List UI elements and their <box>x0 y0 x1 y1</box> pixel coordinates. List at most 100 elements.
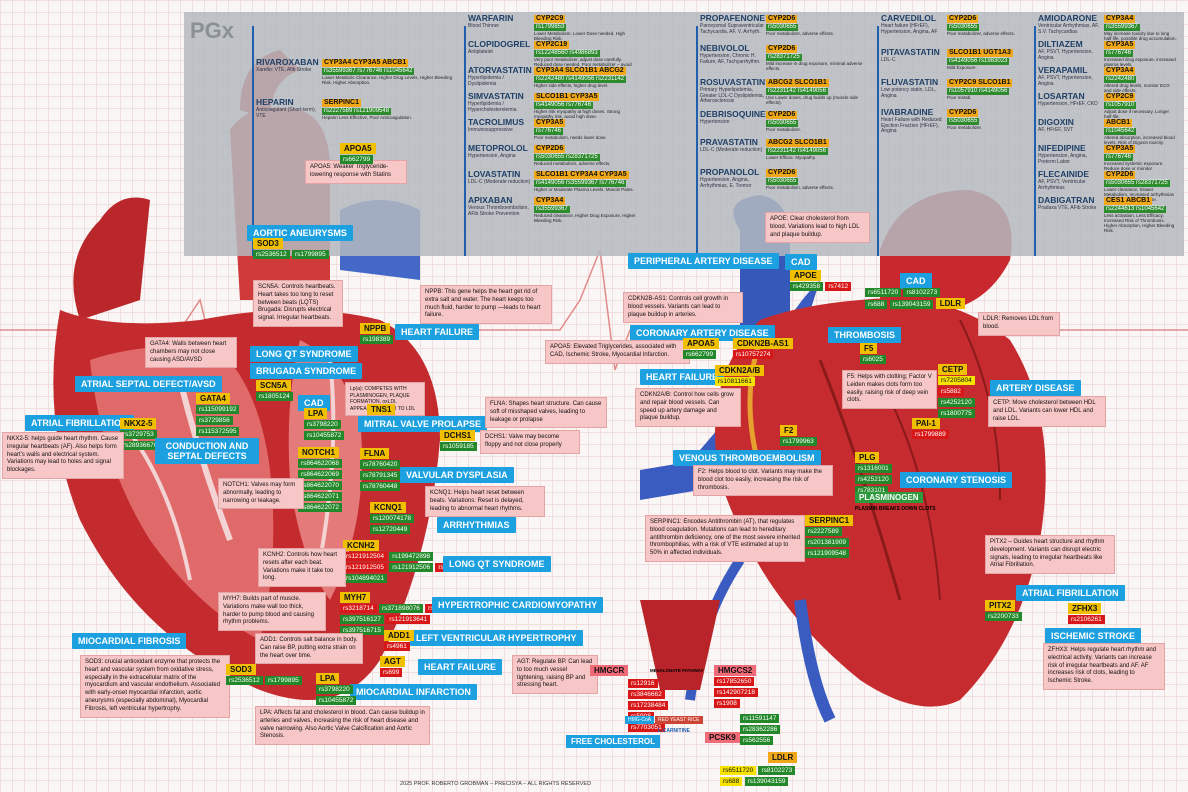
drug-snps: rs2244613 rs1045642 <box>1104 206 1167 213</box>
lpa-note: LPA: Affects fat and cholesterol in bloo… <box>255 706 430 746</box>
drug-snps: rs5030655 rs28371725 <box>1104 180 1170 187</box>
drug-name: NEBIVOLOL <box>700 43 750 53</box>
drug-snps: rs1057910 rs4149056 <box>947 88 1010 95</box>
serpinc1-box: SERPINC1 rs2227589 rs201381909 rs1219095… <box>805 515 854 559</box>
gene-label: CDKN2A/B <box>715 365 765 376</box>
disease-label-mvp: MITRAL VALVE PROLAPSE <box>358 416 488 432</box>
drug-indication: AF, PSVT, Hypertension, Angina <box>1038 74 1093 87</box>
add1-box: ADD1 rs4961 <box>384 630 414 652</box>
mevalonate-label: MEVALONATE PATHWAY <box>650 668 704 673</box>
drug-name: PITAVASTATIN <box>881 47 940 57</box>
gene-label: DCHS1 <box>440 430 476 441</box>
drug-effect: Poor metabolism, needs lower dose. <box>534 134 607 140</box>
hmgcs2-box: HMGCS2 rs17852650 rs142907218 rs1908 <box>714 665 758 709</box>
drug-indication: Anticoagulant (Short-term), VTE <box>256 106 317 119</box>
gene-label: CETP <box>938 364 968 375</box>
ldlr-box: rs6511720 rs8102273 rs688 rs139043159 LD… <box>865 287 975 310</box>
gene-label: SERPINC1 <box>805 515 854 526</box>
snp-id: rs120074178 <box>370 514 414 523</box>
snp-id: rs198389 <box>360 335 394 344</box>
drug-indication: LDL-C (Moderate reduction) <box>468 178 531 185</box>
snp-id: rs1059185 <box>440 442 477 451</box>
snp-id: rs4252120 <box>938 398 975 407</box>
drug-snps: rs5030655 <box>766 24 799 31</box>
drug-name: TACROLIMUS <box>468 117 525 127</box>
cdkn2bas1-box: CDKN2B-AS1 rs10757274 <box>733 338 793 360</box>
drug-indication: Pradaxa VTE, AFib Stroke <box>1038 204 1097 211</box>
snp-id: rs688 <box>865 300 888 309</box>
drug-snps: rs4149056 rs35599367 rs776746 <box>534 180 627 187</box>
gene-label: NPPB <box>360 323 391 334</box>
disease-label-valvular: VALVULAR DYSPLASIA <box>400 467 514 483</box>
drug-effect: Poor metabolizer. <box>766 126 802 132</box>
drug-genes: CYP3A4 <box>1104 15 1136 24</box>
drug-snps: rs5030655 rs28371725 <box>534 154 600 161</box>
drug-snps: rs776746 <box>534 128 564 135</box>
snp-id: rs78791345 <box>360 471 401 480</box>
kcnh2-note: KCNH2: Controls how heart resets after e… <box>258 548 346 588</box>
drug-indication: AF, HFrEF, SVT <box>1038 126 1074 133</box>
flna-box: FLNA rs78760420 rs78791345 rs78760448 <box>360 448 401 492</box>
gene-label: AGT <box>380 656 405 667</box>
drug-snps: rs2231142 rs4149056 <box>766 148 828 155</box>
drug-name: LOVASTATIN <box>468 169 521 179</box>
drug-snps: rs12248560 rs4986893 <box>534 50 600 57</box>
drug-effect: Higher or Moderate Plasma Levels. Muscle… <box>534 186 634 192</box>
snp-id: rs104894021 <box>343 574 387 583</box>
snp-id: rs1799895 <box>291 250 329 259</box>
apoe-note: APOE: Clear cholesterol from blood. Vari… <box>765 212 870 244</box>
gene-label: F5 <box>860 343 878 354</box>
plasminogen-box: PLASMINOGEN PLASMIN BREAKS DOWN CLOTS <box>855 492 936 512</box>
drug-snps: rs5030655 <box>766 120 799 127</box>
l-carnitine-label: L-CARNITINE <box>658 728 690 734</box>
drug-indication: Hypertension, Angina <box>468 152 516 159</box>
drug-genes: CYP2D6 <box>766 111 798 120</box>
tns1-box: TNS1 <box>367 404 396 415</box>
snp-id: rs3846662 <box>628 690 665 699</box>
gene-label: TNS1 <box>367 404 396 415</box>
drug-snps: rs2231142 rs4149056 <box>766 88 828 95</box>
disease-label-coronary: CORONARY ARTERY DISEASE <box>630 325 775 341</box>
drug-effect: Increased drug exposure, increased plasm… <box>1104 56 1176 68</box>
snp-id: rs139043159 <box>889 300 934 309</box>
snp-id: rs121909548 <box>805 549 849 558</box>
pai1-box: PAI-1 rs1799889 <box>912 418 949 440</box>
disease-label-aortic: AORTIC ANEURYSMS <box>247 225 353 241</box>
snp-id: rs28362286 <box>740 725 781 734</box>
disease-label-mi: MIOCARDIAL INFARCTION <box>350 684 477 700</box>
f2-box: F2 rs1799963 <box>780 425 817 447</box>
drug-indication: Hypertension, Angina, Arrhythmias, E. Tr… <box>700 176 752 189</box>
zfhx3-box: ZFHX3 rs2106261 <box>1068 603 1105 625</box>
gene-label: KCNH2 <box>343 540 379 551</box>
snp-id: rs3729856 <box>196 416 233 425</box>
snp-id: rs5882 <box>938 387 964 396</box>
drug-snps: rs35599367 rs776746 rs1045642 <box>322 68 415 75</box>
f2-note: F2: Helps blood to clot. Variants may ma… <box>693 465 833 497</box>
disease-label-artery: ARTERY DISEASE <box>990 380 1081 396</box>
nppb-box: NPPB rs198389 <box>360 323 394 345</box>
drug-genes: CYP2D6 <box>947 15 979 24</box>
myh7-note: MYH7: Builds part of muscle. Variations … <box>218 592 326 632</box>
add1-note: ADD1: Controls salt balance in body. Can… <box>255 633 363 665</box>
drug-snps: rs2242480 <box>1104 76 1137 83</box>
snp-id: rs1799889 <box>912 430 949 439</box>
red-yeast-label: RED YEAST RICE <box>655 716 703 724</box>
drug-genes: CYP2C9 <box>534 15 566 24</box>
drug-snps: rs4149056 rs776746 <box>534 102 594 109</box>
snp-id: rs1799963 <box>780 437 817 446</box>
disease-label-long-qt-2: LONG QT SYNDROME <box>443 556 551 572</box>
cetp-box: CETP rs7205804 rs5882 rs4252120 rs180077… <box>938 364 975 419</box>
gene-label: LDLR <box>935 298 966 309</box>
drug-genes: CES1 ABCB1 <box>1104 197 1153 206</box>
drug-genes: CYP3A4 CYP3A5 ABCB1 <box>322 59 409 68</box>
cdkn2ab-box: CDKN2A/B rs10811661 <box>715 365 765 387</box>
agt-note: AGT: Regulate BP. Can lead to too much v… <box>512 655 598 695</box>
drug-snps: rs4149056 rs1983023 <box>947 58 1010 65</box>
snp-id: rs201381909 <box>805 538 849 547</box>
